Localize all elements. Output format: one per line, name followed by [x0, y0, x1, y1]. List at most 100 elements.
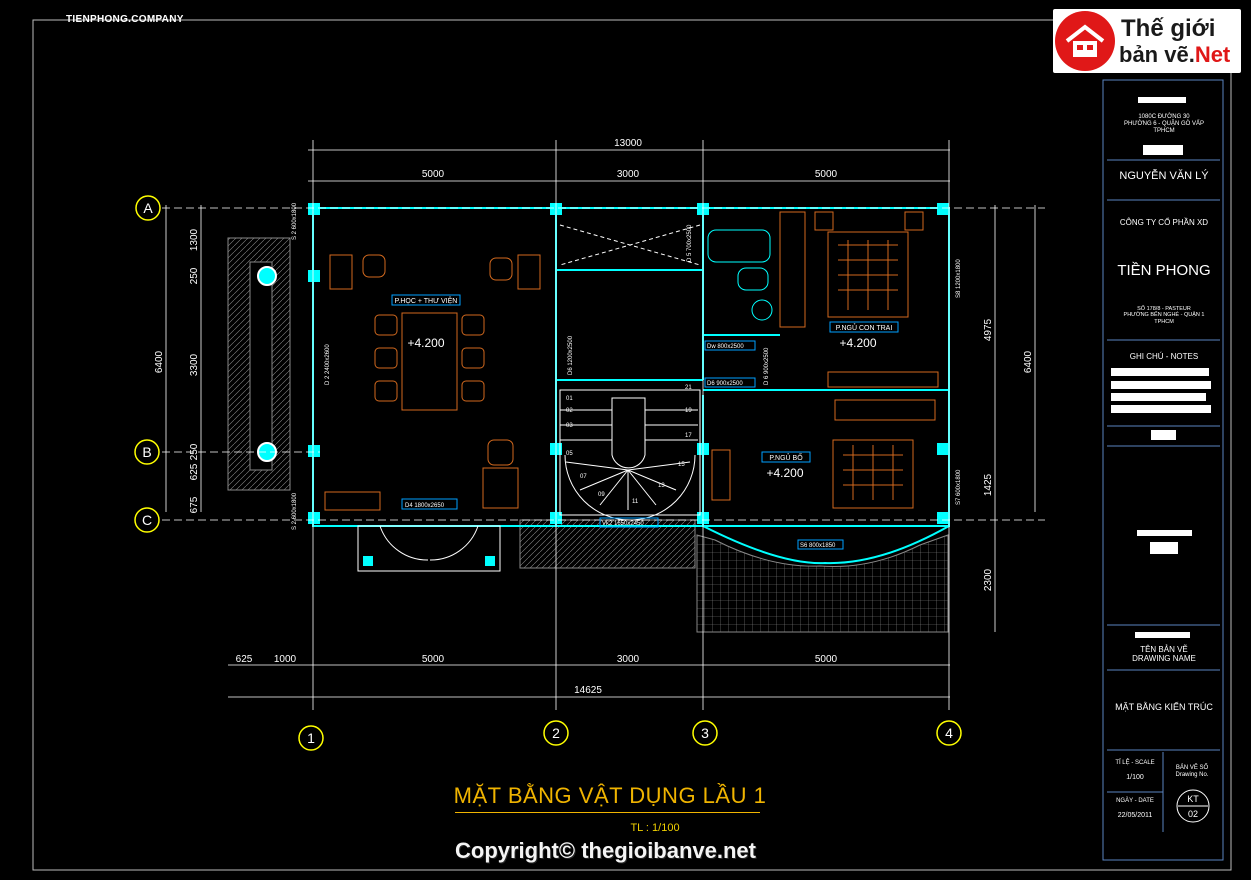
opening-labels: S 2 600x1800 D 2 2400x2600 S 2 600x1800 …	[292, 202, 962, 550]
dim-bottom-5: 5000	[815, 654, 838, 665]
opening-d4: D4 1800x2650	[405, 503, 445, 509]
drawing-name: MẶT BẰNG KIẾN TRÚC	[1115, 702, 1213, 712]
opening-d6b: D6 900x2500	[707, 381, 743, 387]
step-15: 15	[678, 462, 685, 468]
opening-s8-top: S8 1200x1800	[956, 259, 962, 298]
dim-bottom-2: 1000	[274, 654, 297, 665]
dim-top-1: 5000	[422, 169, 445, 180]
step-05: 05	[566, 451, 573, 457]
grid-label-a: A	[143, 200, 153, 216]
dim-right-1: 4975	[983, 318, 994, 341]
plan-scale: TL : 1/100	[630, 822, 680, 834]
columns	[308, 203, 949, 566]
room-name-father: P.NGỦ BỐ	[769, 452, 803, 462]
step-01: 01	[566, 396, 573, 402]
step-07: 07	[580, 474, 587, 480]
title-block-frame	[1102, 79, 1224, 861]
dimension-lines	[150, 140, 1045, 710]
dim-left-4: 250	[189, 443, 200, 460]
grid-label-c: C	[142, 512, 152, 528]
site-logo[interactable]: Thế giới bản vẽ.Net	[1053, 9, 1241, 73]
step-21: 21	[685, 385, 692, 391]
step-11: 11	[632, 499, 639, 505]
step-17: 17	[685, 433, 692, 439]
opening-d6-stair: D6 1200x2500	[568, 335, 574, 375]
grid-label-1: 1	[307, 730, 315, 746]
dim-left-5: 625	[189, 463, 200, 480]
library-furniture	[324, 254, 541, 511]
step-19: 19	[685, 408, 692, 414]
opening-d6c: D 6 900x2500	[764, 347, 770, 385]
opening-bottom-left: S 2 600x1800	[292, 492, 298, 530]
owner-name: NGUYỄN VĂN LÝ	[1119, 170, 1209, 182]
grid-label-4: 4	[945, 725, 953, 741]
copyright-watermark: Copyright© thegioibanve.net	[455, 838, 756, 863]
dim-right-2: 1425	[983, 473, 994, 496]
dim-left-3: 3300	[189, 353, 200, 376]
walls	[312, 207, 950, 565]
opening-vk: Vk2 1650x2450	[602, 521, 644, 527]
dim-left-total: 6400	[154, 350, 165, 373]
grid-label-b: B	[142, 444, 151, 460]
room-name-library: P.HỌC + THƯ VIỆN	[395, 296, 458, 305]
room-level-father: +4.200	[766, 466, 803, 480]
redacted-bar	[1135, 632, 1190, 638]
date-value: 22/05/2011	[1117, 812, 1153, 819]
terrace-tiles	[696, 534, 949, 633]
company-name: TIỀN PHONG	[1117, 262, 1211, 279]
dim-bottom-4: 3000	[617, 654, 640, 665]
redacted-bar	[1137, 530, 1192, 536]
company-label: CÔNG TY CỔ PHẦN XD	[1119, 218, 1209, 227]
notes-label: GHI CHÚ - NOTES	[1129, 352, 1199, 361]
grid-label-2: 2	[552, 725, 560, 741]
front-porch	[357, 525, 501, 572]
sheet-number-circle	[1176, 789, 1210, 823]
dim-bottom-3: 5000	[422, 654, 445, 665]
title-block-dividers	[1107, 159, 1220, 832]
opening-left-wall: D 2 2400x2600	[325, 344, 331, 385]
room-tags: P.HỌC + THƯ VIỆN +4.200 P.NGỦ CON TRAI +…	[391, 294, 899, 480]
scale-label: TỈ LỆ - SCALE	[1115, 760, 1155, 766]
redacted-note	[1111, 405, 1211, 413]
opening-dw: Dw 800x2500	[707, 344, 744, 350]
dim-left-1: 1300	[189, 228, 200, 251]
logo-text-line1: Thế giới	[1121, 15, 1216, 42]
redacted-note	[1111, 381, 1211, 389]
dim-left-2: 250	[189, 267, 200, 284]
dim-bottom-1: 625	[236, 654, 253, 665]
redacted-note	[1111, 368, 1209, 376]
redacted-bar	[1138, 97, 1186, 103]
step-02: 02	[566, 408, 573, 414]
opening-top-left: S 2 600x1800	[292, 202, 298, 240]
round-column-top	[257, 266, 277, 286]
owner-address: 1080C ĐƯỜNG 30 PHƯỜNG 6 - QUẬN GÒ VẤP TP…	[1124, 114, 1204, 134]
sheet-prefix: KT	[1187, 794, 1199, 804]
opening-bath-door: D 5 700x2500	[687, 224, 693, 262]
logo-text-line2: bản vẽ.Net	[1119, 42, 1230, 68]
redacted-bar	[1143, 145, 1183, 155]
step-03: 03	[566, 423, 573, 429]
redacted-bar	[1150, 542, 1178, 554]
logo-text-main: bản vẽ.	[1119, 42, 1195, 67]
company-address: SỐ 178/8 - PASTEUR PHƯỜNG BẾN NGHÉ - QUẬ…	[1123, 306, 1205, 325]
date-label: NGÀY - DATE	[1116, 798, 1154, 804]
drawing-name-label: TÊN BẢN VẼ DRAWING NAME	[1132, 645, 1196, 664]
bedroom-son-furniture	[779, 211, 939, 388]
step-13: 13	[658, 483, 665, 489]
plan-title: MẶT BẰNG VẬT DỤNG LẦU 1	[453, 783, 767, 808]
redacted-bar	[1151, 430, 1176, 440]
dim-right-total: 6400	[1023, 350, 1034, 373]
sheet-number: 02	[1187, 809, 1198, 819]
dim-top-2: 3000	[617, 169, 640, 180]
room-level-son: +4.200	[839, 336, 876, 350]
house-icon	[1065, 24, 1105, 57]
sheet-label: BẢN VẼ SỐ Drawing No.	[1175, 765, 1209, 778]
dim-top-total: 13000	[614, 138, 642, 149]
grid-labels: A B C 1 2 3 4	[142, 200, 953, 746]
dimension-texts: 13000 5000 3000 5000 14625 625 1000 5000…	[154, 138, 1034, 696]
void-line	[559, 224, 701, 266]
opening-s6: S6 800x1850	[800, 543, 836, 549]
bathroom-fixtures	[707, 229, 773, 321]
dim-bottom-total: 14625	[574, 685, 602, 696]
